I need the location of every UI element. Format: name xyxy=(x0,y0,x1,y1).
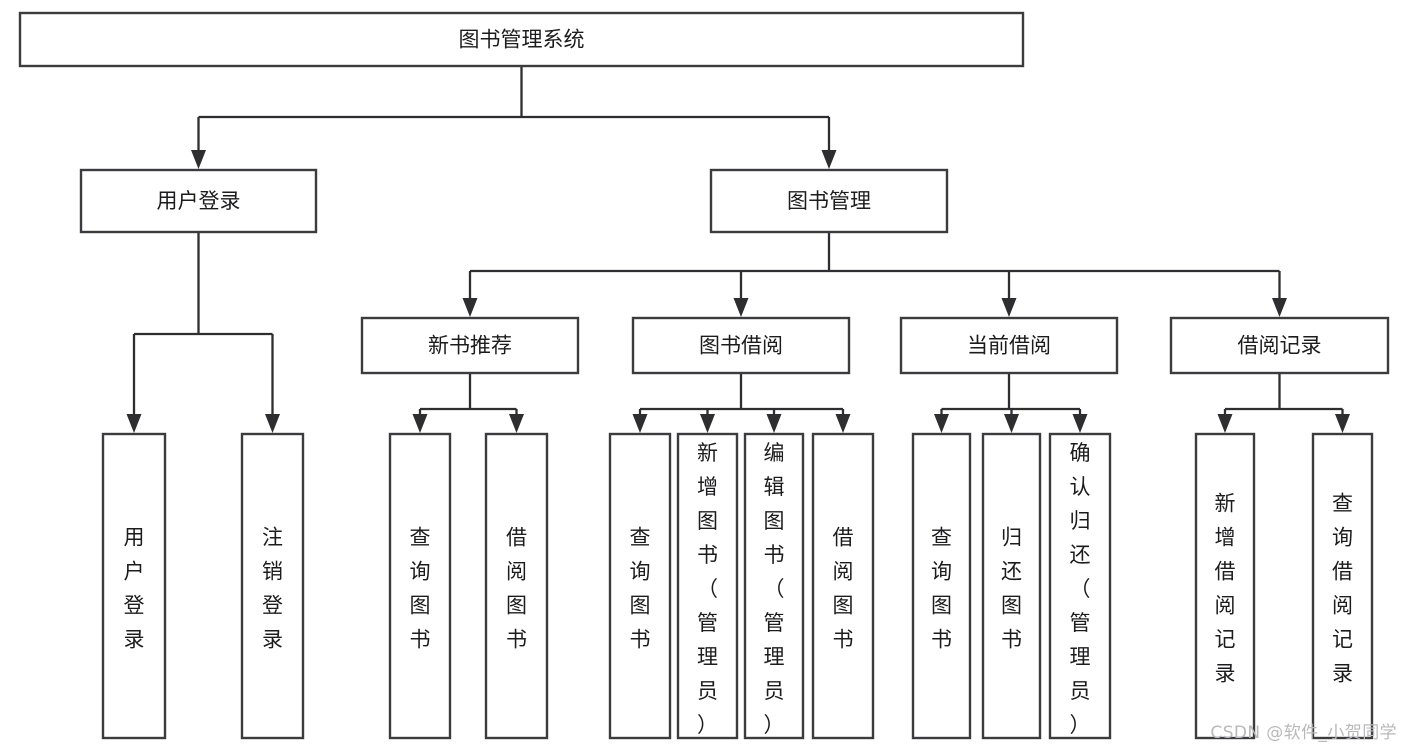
node-layer: 图书管理系统用户登录图书管理新书推荐图书借阅当前借阅借阅记录用户登录注销登录查询… xyxy=(18,11,1390,740)
node-box[interactable] xyxy=(811,432,875,740)
node-label: 当前借阅 xyxy=(967,334,1051,358)
node-leaf-borrow-book-2[interactable]: 借阅图书 xyxy=(811,432,875,740)
node-new-book-rec[interactable]: 新书推荐 xyxy=(360,316,580,375)
node-label: 借阅图书 xyxy=(506,526,527,652)
arrow-head-icon xyxy=(191,150,206,169)
node-label: 借阅记录 xyxy=(1238,334,1322,358)
node-box[interactable] xyxy=(1311,432,1374,740)
node-book-manage[interactable]: 图书管理 xyxy=(709,168,949,234)
node-box[interactable] xyxy=(101,432,167,740)
node-user-login[interactable]: 用户登录 xyxy=(79,168,318,234)
node-box[interactable] xyxy=(1194,432,1256,740)
node-label: 查询图书 xyxy=(410,526,431,652)
connector-layer xyxy=(126,66,1350,433)
arrow-head-icon xyxy=(462,298,478,317)
node-label: 编辑图书（管理员） xyxy=(764,441,785,737)
node-label: 图书借阅 xyxy=(699,334,783,358)
csdn-watermark: CSDN @软件_小贺同学 xyxy=(1210,723,1397,743)
node-root[interactable]: 图书管理系统 xyxy=(18,11,1025,68)
node-borrow-record[interactable]: 借阅记录 xyxy=(1169,316,1390,375)
node-leaf-user-login[interactable]: 用户登录 xyxy=(101,432,167,740)
connector-group-book-borrow xyxy=(632,373,851,433)
connector-group-new-book-rec xyxy=(412,373,524,433)
node-box[interactable] xyxy=(360,316,580,375)
node-leaf-query-book-3[interactable]: 查询图书 xyxy=(911,432,972,740)
connector-group-borrow-record xyxy=(1217,373,1350,433)
node-box[interactable] xyxy=(676,432,739,740)
node-box[interactable] xyxy=(484,432,549,740)
node-box[interactable] xyxy=(79,168,318,234)
arrow-head-icon xyxy=(934,414,949,433)
node-label: 新书推荐 xyxy=(428,334,512,358)
node-label: 用户登录 xyxy=(124,526,145,652)
node-box[interactable] xyxy=(743,432,805,740)
node-label: 新增借阅记录 xyxy=(1215,492,1236,686)
arrow-head-icon xyxy=(632,414,648,433)
node-box[interactable] xyxy=(899,316,1119,375)
node-leaf-edit-book[interactable]: 编辑图书（管理员） xyxy=(743,432,805,740)
arrow-head-icon xyxy=(1072,414,1088,433)
arrow-head-icon xyxy=(1217,414,1233,433)
node-box[interactable] xyxy=(608,432,672,740)
arrow-head-icon xyxy=(1272,298,1287,317)
node-label: 归还图书 xyxy=(1001,526,1022,652)
node-leaf-add-book[interactable]: 新增图书（管理员） xyxy=(676,432,739,740)
node-box[interactable] xyxy=(911,432,972,740)
node-leaf-borrow-book-1[interactable]: 借阅图书 xyxy=(484,432,549,740)
arrow-head-icon xyxy=(509,414,524,433)
node-label: 借阅图书 xyxy=(833,526,854,652)
node-label: 图书管理 xyxy=(787,189,871,213)
node-current-borrow[interactable]: 当前借阅 xyxy=(899,316,1119,375)
node-leaf-query-record[interactable]: 查询借阅记录 xyxy=(1311,432,1374,740)
node-box[interactable] xyxy=(1169,316,1390,375)
connector-group-root xyxy=(191,66,837,169)
arrow-head-icon xyxy=(700,414,715,433)
node-box[interactable] xyxy=(18,11,1025,68)
node-book-borrow[interactable]: 图书借阅 xyxy=(631,316,851,375)
node-label: 查询借阅记录 xyxy=(1332,492,1353,686)
node-leaf-logout[interactable]: 注销登录 xyxy=(240,432,305,740)
arrow-head-icon xyxy=(1001,298,1017,317)
connector-group-book-manage xyxy=(462,232,1287,317)
arrow-head-icon xyxy=(835,414,851,433)
arrow-head-icon xyxy=(1335,414,1350,433)
arrow-head-icon xyxy=(265,414,280,433)
node-leaf-query-book-1[interactable]: 查询图书 xyxy=(388,432,452,740)
node-box[interactable] xyxy=(1048,432,1112,740)
node-box[interactable] xyxy=(240,432,305,740)
node-leaf-add-record[interactable]: 新增借阅记录 xyxy=(1194,432,1256,740)
node-leaf-query-book-2[interactable]: 查询图书 xyxy=(608,432,672,740)
connector-group-user-login xyxy=(126,232,280,433)
arrow-head-icon xyxy=(766,414,782,433)
arrow-head-icon xyxy=(412,414,428,433)
node-box[interactable] xyxy=(631,316,851,375)
arrow-head-icon xyxy=(126,414,142,433)
node-leaf-confirm-return[interactable]: 确认归还（管理员） xyxy=(1048,432,1112,740)
arrow-head-icon xyxy=(1004,414,1019,433)
arrow-head-icon xyxy=(733,298,749,317)
node-label: 查询图书 xyxy=(630,526,651,652)
arrow-head-icon xyxy=(821,150,837,169)
node-label: 新增图书（管理员） xyxy=(697,441,718,737)
node-label: 用户登录 xyxy=(157,189,241,213)
node-box[interactable] xyxy=(709,168,949,234)
node-label: 图书管理系统 xyxy=(459,28,585,52)
node-leaf-return-book[interactable]: 归还图书 xyxy=(981,432,1042,740)
node-box[interactable] xyxy=(388,432,452,740)
node-box[interactable] xyxy=(981,432,1042,740)
node-label: 注销登录 xyxy=(262,526,283,652)
node-label: 查询图书 xyxy=(931,526,952,652)
connector-group-current-borrow xyxy=(934,373,1088,433)
node-label: 确认归还（管理员） xyxy=(1070,441,1091,737)
